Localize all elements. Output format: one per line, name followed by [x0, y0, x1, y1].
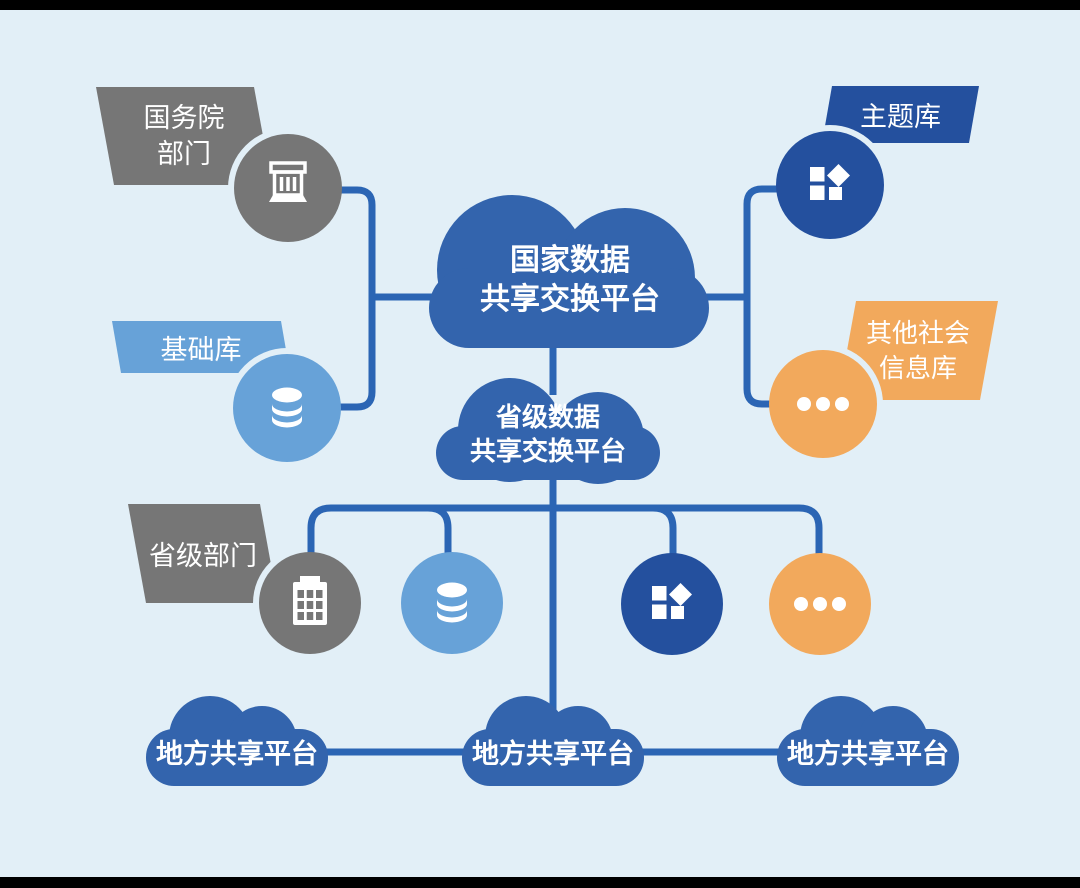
government-building-icon	[269, 161, 307, 202]
node-circles	[233, 131, 884, 655]
label-text: 其他社会	[865, 317, 970, 348]
local-cloud-2	[462, 696, 644, 786]
connector-provincial-row	[307, 504, 823, 556]
topic-db-node	[776, 131, 884, 239]
label-state-council-departments: 国务院 部门	[96, 87, 272, 185]
label-text: 省级部门	[149, 541, 257, 571]
local-cloud-2-title: 地方共享平台	[438, 738, 668, 770]
connector-branch-topic	[652, 504, 677, 557]
label-text: 部门	[157, 139, 211, 169]
national-cloud-title: 国家数据 共享交换平台	[420, 240, 720, 320]
cloud-title-line: 地方共享平台	[472, 739, 634, 769]
ellipsis-icon	[794, 597, 846, 611]
local-cloud-3-title: 地方共享平台	[753, 738, 983, 770]
office-building-icon	[293, 576, 327, 625]
label-text: 信息库	[878, 352, 957, 383]
provincial-cloud	[436, 378, 660, 484]
local-cloud-3	[777, 696, 959, 786]
label-text: 基础库	[160, 334, 242, 365]
connector-branch-basic	[427, 504, 452, 555]
label-text: 主题库	[860, 102, 941, 132]
national-cloud	[429, 195, 709, 348]
bottom-black-bar	[0, 877, 1080, 888]
label-text: 国务院	[143, 103, 225, 133]
label-other-social-info-database: 其他社会 信息库	[838, 301, 998, 400]
local-cloud-1-title: 地方共享平台	[122, 738, 352, 770]
connector-lines	[300, 185, 823, 756]
blocks-icon	[652, 583, 692, 619]
ellipsis-icon	[797, 397, 849, 411]
cloud-title-line: 地方共享平台	[156, 739, 318, 769]
database-icon	[437, 582, 467, 623]
cloud-title-line: 地方共享平台	[787, 739, 949, 769]
top-black-bar	[0, 0, 1080, 10]
cloud-title-line: 省级数据	[495, 402, 600, 432]
local-cloud-1	[146, 696, 328, 786]
provincial-topic-node	[621, 553, 723, 655]
cloud-title-line: 共享交换平台	[480, 283, 660, 316]
label-provincial-departments: 省级部门	[128, 504, 278, 603]
blocks-icon	[810, 164, 850, 200]
provincial-cloud-title: 省级数据 共享交换平台	[438, 399, 658, 469]
cloud-title-line: 国家数据	[510, 244, 630, 277]
provincial-basic-node	[401, 552, 503, 654]
database-icon	[272, 387, 302, 428]
basic-db-node	[233, 354, 341, 462]
cloud-title-line: 共享交换平台	[469, 436, 626, 466]
